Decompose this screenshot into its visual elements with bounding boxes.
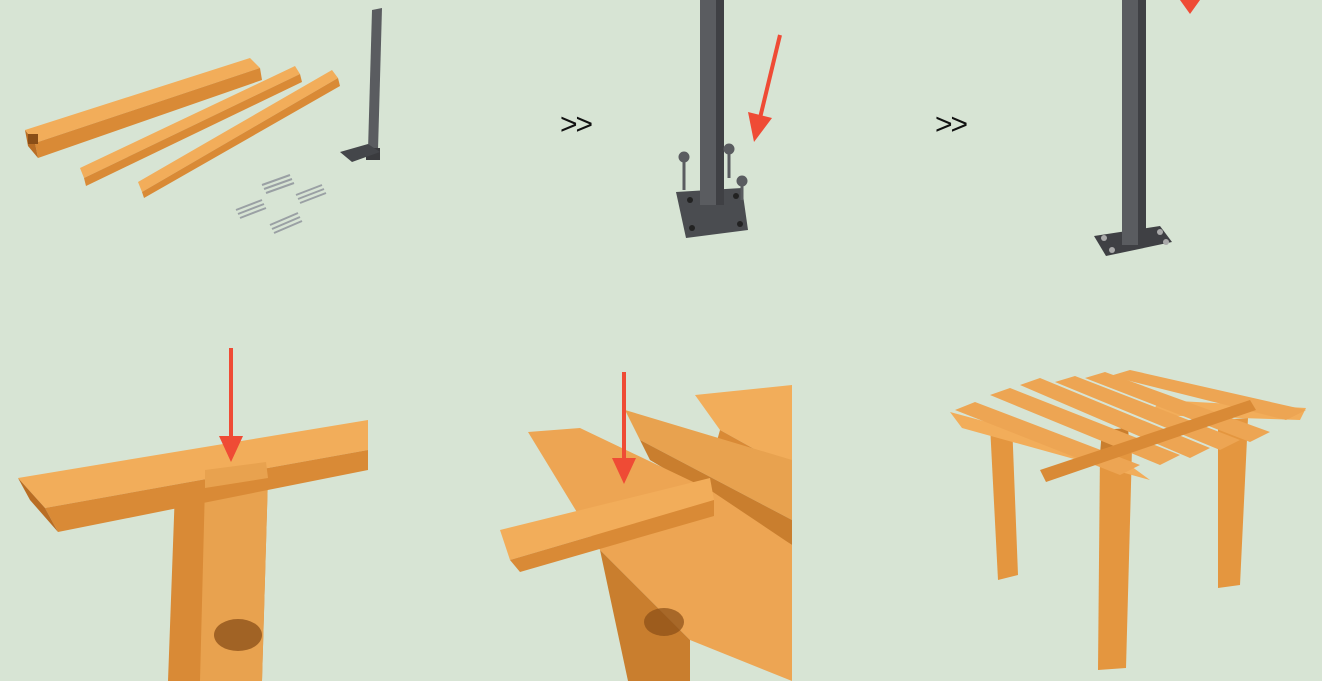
step-post-mounted [1094, 0, 1200, 256]
metal-post-icon [1094, 0, 1172, 256]
step-attach-top-beam [18, 348, 368, 681]
bolt-icon [236, 175, 326, 233]
pergola-icon [950, 370, 1306, 670]
step-parts-kit [25, 8, 382, 233]
step-attach-cross-rafters [500, 372, 792, 681]
red-arrow-icon [1180, 0, 1200, 14]
metal-post-icon [340, 8, 382, 162]
step-bolt-base-plate [676, 0, 780, 238]
metal-post-icon [676, 0, 748, 238]
step-finished-pergola [950, 370, 1306, 670]
red-arrow-icon [748, 35, 780, 142]
